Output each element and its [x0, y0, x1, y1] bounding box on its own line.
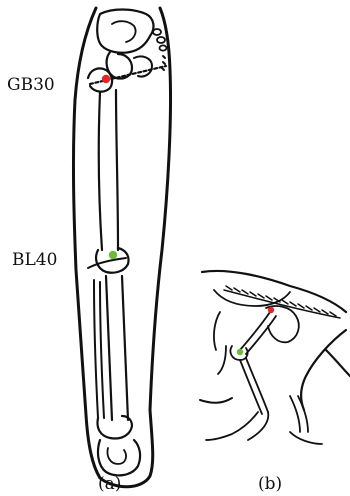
femur-shaft: [99, 90, 118, 250]
rat-vertebrae: [224, 286, 340, 318]
rat-gb30-point: [268, 307, 274, 313]
rat-hind-foot: [206, 412, 268, 440]
panel-b-label: (b): [258, 476, 282, 493]
foot: [98, 440, 140, 475]
rat-front-limb: [214, 312, 226, 374]
heel: [107, 448, 126, 464]
gb30-label: GB30: [7, 77, 55, 94]
bl40-point: [109, 251, 117, 259]
rat-bl40-point: [237, 349, 243, 355]
rat-belly: [200, 398, 232, 403]
pelvis-inner: [112, 21, 136, 42]
rat-haunch: [301, 330, 346, 410]
rat-illustration: [200, 271, 350, 444]
bl40-label: BL40: [12, 252, 57, 269]
human-leg-illustration: [73, 8, 170, 487]
fibula: [94, 280, 104, 418]
panel-a-label: (a): [98, 476, 121, 493]
rat-tibia: [240, 358, 268, 414]
pelvis-bone: [97, 10, 153, 53]
knee-crease: [88, 258, 126, 268]
ankle: [98, 416, 133, 439]
gb30-point: [102, 75, 110, 83]
rat-second-leg: [290, 396, 322, 444]
rat-tail: [326, 350, 350, 376]
sacrum-bones: [153, 29, 167, 70]
tibia: [106, 276, 128, 420]
